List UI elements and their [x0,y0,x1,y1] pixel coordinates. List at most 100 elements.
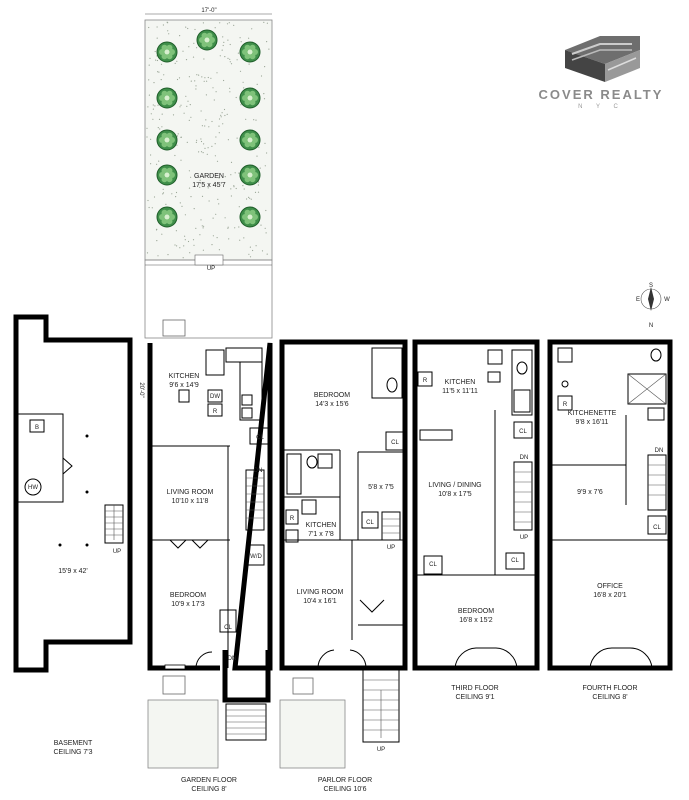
third-floor-fridge [417,371,433,387]
fourth-floor-cl-label: CL [653,525,661,531]
gravel-dot [224,56,226,58]
gravel-dot [261,250,264,252]
gravel-dot [162,192,165,194]
gravel-dot [258,146,260,148]
gravel-dot [202,152,204,154]
garden-floor-ceiling: CEILING 8' [191,786,226,793]
gravel-dot [263,21,265,23]
gravel-dot [264,227,266,229]
gravel-dot [204,125,206,127]
gravel-dot [160,79,162,81]
gravel-dot [192,239,195,241]
gravel-dot [190,176,192,178]
fourth-floor-small-room-dims: 9'9 x 7'6 [577,489,603,496]
gravel-dot [152,104,154,106]
gravel-dot [194,28,196,31]
gravel-dot [183,112,185,114]
gravel-dot [239,70,242,72]
brand-subtitle: N Y C [578,104,624,110]
gravel-dot [179,35,181,37]
gravel-dot [156,240,158,242]
gravel-dot [181,205,183,207]
gravel-dot [161,113,163,115]
gravel-dot [199,179,201,181]
gravel-dot [154,50,156,53]
gravel-dot [266,41,268,43]
gravel-dot [220,116,222,118]
tree-icon [156,87,178,109]
gravel-dot [230,195,232,197]
gravel-dot [263,98,266,100]
gravel-dot [186,105,188,107]
gravel-dot [190,116,192,118]
parlor-floor-range [301,499,317,515]
third-floor-living-dims: 10'8 x 17'5 [438,491,472,498]
garden-floor-washer-dryer [247,544,265,566]
gravel-dot [198,74,200,76]
basement-up-label: UP [113,549,121,555]
gravel-dot [229,43,231,46]
tree-icon [239,164,261,186]
gravel-dot [217,198,219,200]
gravel-dot [212,235,214,237]
gravel-dot [227,227,229,229]
gravel-dot [263,93,265,95]
gravel-dot [227,57,229,60]
compass-e-label: E [636,297,640,303]
gravel-dot [208,126,210,128]
gravel-dot [240,104,242,106]
gravel-dot [157,71,159,73]
garden-floor-dn2-label: DN [228,656,237,662]
gravel-dot [174,62,176,64]
gravel-dot [236,137,238,139]
brand-logo-mark [565,36,640,82]
fourth-floor-range [557,347,573,363]
basement-stairs [104,504,124,544]
garden-floor-bedroom-label: BEDROOM [170,592,206,599]
gravel-dot [201,225,203,227]
third-floor-caption: THIRD FLOOR [451,685,498,692]
garden-floor-island [178,389,190,403]
gravel-dot [148,206,150,209]
garden-floor-kitchen-label: KITCHEN [169,373,200,380]
gravel-dot [266,253,268,255]
garden-floor-closet-1 [249,427,269,445]
third-floor-range [487,349,503,365]
fourth-floor-office-dims: 16'8 x 20'1 [593,592,627,599]
gravel-dot [230,188,232,190]
gravel-dot [150,113,152,115]
gravel-dot [257,191,260,193]
compass-n-label: N [649,323,653,329]
gravel-dot [221,112,223,114]
parlor-floor-r-label: R [290,516,295,522]
fourth-floor-r-label: R [563,402,568,408]
parlor-floor-small-room-dims: 5'8 x 7'5 [368,484,394,491]
parlor-floor-kitchen-dims: 7'1 x 7'8 [308,531,334,538]
third-floor-bedroom-label: BEDROOM [458,608,494,615]
gravel-dot [180,159,182,161]
gravel-dot [238,206,240,208]
parlor-floor-kitchen-label: KITCHEN [306,522,337,529]
gravel-dot [159,128,161,130]
gravel-dot [176,144,178,146]
gravel-dot [265,209,267,212]
gravel-dot [186,141,188,143]
gravel-dot [189,252,191,254]
garden-floor-living-label: LIVING ROOM [167,489,214,496]
parlor-floor-outline [279,339,408,671]
parlor-floor-bathtub [286,453,302,495]
gravel-dot [202,227,204,229]
compass-w-label: W [664,297,670,303]
garden-width-dimension: 17'-0" [201,8,216,14]
parlor-floor-bedroom-dims: 14'3 x 15'6 [315,401,349,408]
third-floor-counter [419,429,453,441]
gravel-dot [151,207,153,209]
gravel-dot [238,226,240,228]
compass-rose: S E W N [636,283,670,329]
gravel-dot [242,81,244,83]
garden-floor-kitchen-dims: 9'6 x 14'9 [169,382,199,389]
gravel-dot [196,47,198,49]
gravel-dot [200,110,202,112]
gravel-dot [216,160,219,162]
basement-outline [13,314,133,673]
